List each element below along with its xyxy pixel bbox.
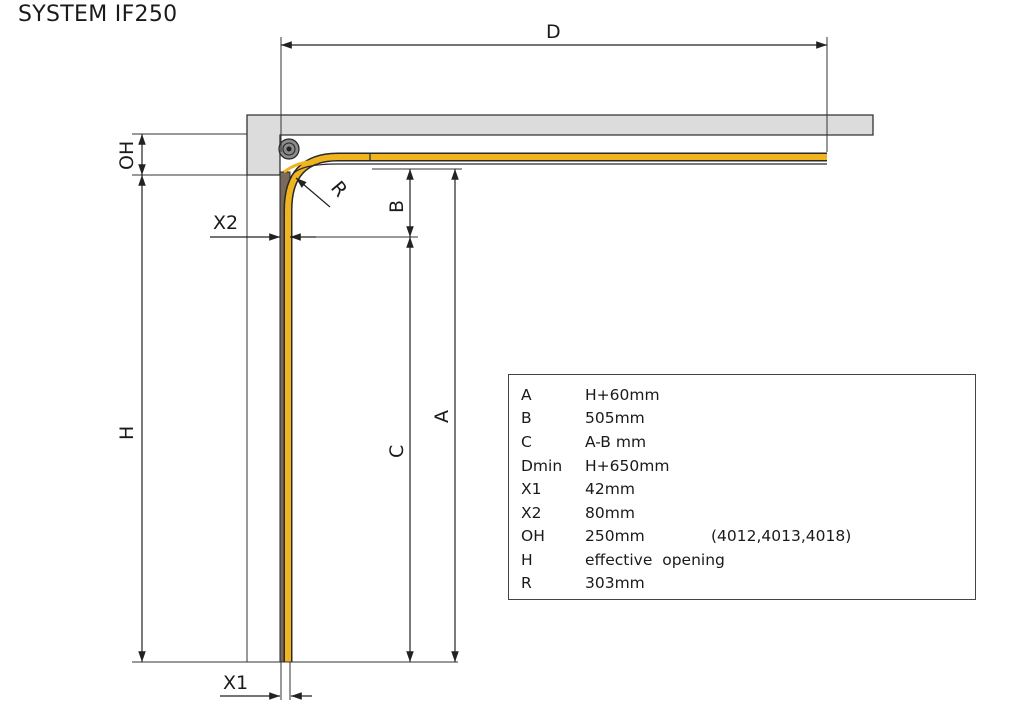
- ceiling-beam: [246, 114, 874, 176]
- spec-key: A: [521, 386, 532, 404]
- spec-note: (4012,4013,4018): [711, 527, 852, 545]
- label-h: H: [116, 426, 138, 440]
- spec-key: X2: [521, 504, 542, 522]
- track-lower-rail: [291, 163, 827, 176]
- extension-lines: [132, 37, 828, 700]
- dimension-lines: [138, 41, 827, 700]
- spec-key: C: [521, 433, 532, 451]
- spec-value: 505mm: [585, 409, 645, 427]
- label-oh: OH: [116, 141, 138, 170]
- label-x2: X2: [213, 212, 238, 234]
- spec-value: A-B mm: [585, 433, 647, 451]
- spec-value: effective opening: [585, 551, 725, 569]
- spec-value: 80mm: [585, 504, 635, 522]
- spec-key: OH: [521, 527, 545, 545]
- label-c: C: [386, 445, 408, 458]
- spec-table: A H+60mm B 505mm C A-B mm Dmin H+650mm X…: [508, 374, 976, 600]
- label-x1: X1: [223, 672, 248, 694]
- spec-key: X1: [521, 480, 542, 498]
- spec-value: 42mm: [585, 480, 635, 498]
- track: [285, 154, 827, 662]
- label-a: A: [431, 410, 453, 423]
- spec-key: B: [521, 409, 532, 427]
- label-r: R: [326, 177, 351, 201]
- spec-key: H: [521, 551, 533, 569]
- label-b: B: [386, 200, 408, 213]
- spec-value: 250mm: [585, 527, 645, 545]
- spec-value: 303mm: [585, 574, 645, 592]
- spec-value: H+60mm: [585, 386, 660, 404]
- label-d: D: [546, 21, 561, 43]
- page-title: SYSTEM IF250: [18, 2, 178, 27]
- spec-key: Dmin: [521, 457, 563, 475]
- spec-value: H+650mm: [585, 457, 670, 475]
- spec-key: R: [521, 574, 532, 592]
